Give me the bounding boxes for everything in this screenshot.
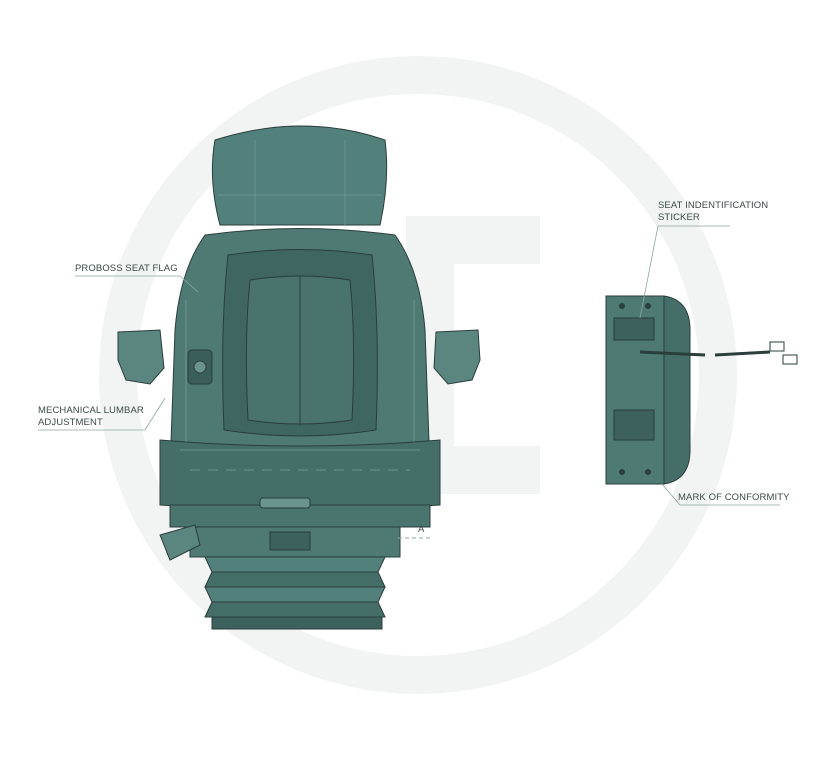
headrest: [211, 125, 388, 226]
armrest-right: [433, 329, 481, 385]
identification-sticker: [613, 317, 655, 341]
seat-identification-sticker-label: SEAT INDENTIFICATION STICKER: [658, 200, 769, 223]
section-marker-a: A: [418, 524, 425, 535]
cable: [639, 350, 771, 357]
seat-front-view: [117, 125, 481, 630]
watermark-logo: [99, 56, 737, 694]
seat-side-module: [605, 295, 798, 485]
mechanical-lumbar-label: MECHANICAL LUMBAR ADJUSTMENT: [38, 405, 144, 428]
proboss-seat-flag-label: PROBOSS SEAT FLAG: [75, 263, 178, 274]
armrest-left: [117, 329, 165, 385]
connector-1: [769, 341, 785, 352]
leader-lines: [38, 225, 780, 506]
connector-2: [782, 354, 798, 365]
adjust-lever: [159, 524, 201, 561]
mark-of-conformity-label: MARK OF CONFORMITY: [678, 492, 790, 503]
suspension-bellows: [204, 556, 386, 618]
base-plate: [211, 616, 383, 630]
